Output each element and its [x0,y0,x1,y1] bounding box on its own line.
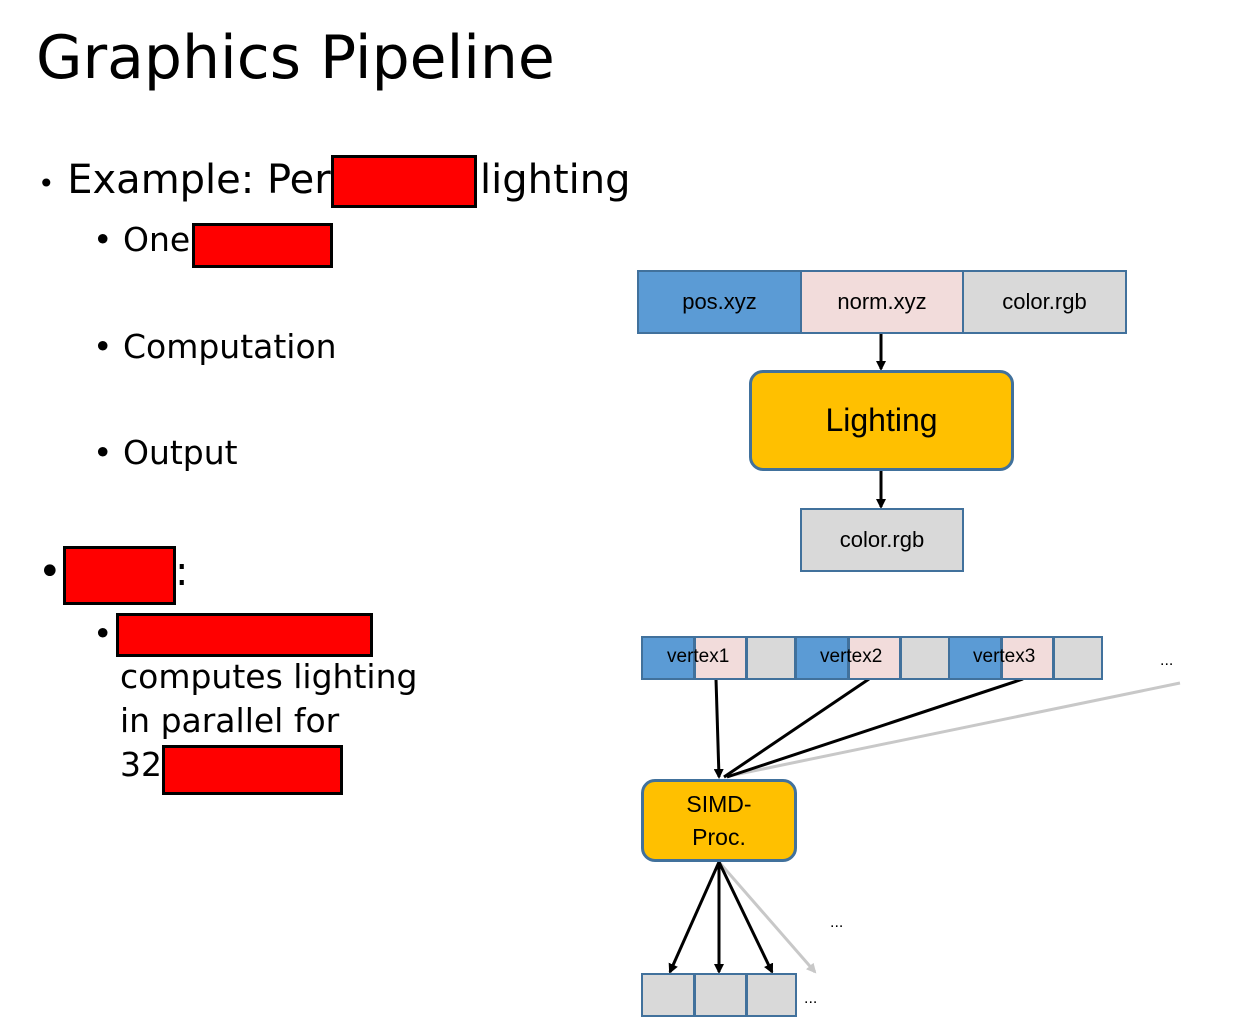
line-more-vertices [723,681,1181,779]
vertex3-label: vertex3 [973,646,1036,667]
vertex-pos-cell [948,636,1002,680]
output-cell [641,973,695,1017]
vertex-color-cell [900,636,950,680]
parallel-line-2: in parallel for [120,701,340,740]
bullet-dot: • [93,327,113,366]
subbullet-one: • One [93,218,190,262]
bullet-dot: • [93,220,113,259]
ellipsis-vertices: ... [1160,652,1174,669]
parallel-line-1: computes lighting [120,657,418,696]
arrow-more-outputs [717,861,817,974]
ellipsis-outputs: ... [830,914,844,931]
line-vertex2 [723,677,870,779]
ellipsis-output-row: ... [804,990,818,1007]
output-cell-color: color.rgb [800,508,964,572]
one-label: One [122,220,191,259]
input-cell-norm: norm.xyz [800,270,964,334]
lighting-process: Lighting [749,370,1014,471]
page-title: Graphics Pipeline [36,23,555,93]
output-cell [746,973,797,1017]
arrow-output1 [668,861,721,974]
example-prefix: Example: Per [67,157,331,203]
parallel-line-3: 32 [120,745,162,784]
simd-label-line2: Proc. [692,823,746,850]
arrow-vertex1 [713,678,724,779]
line-vertex3 [726,677,1024,779]
example-suffix: lighting [480,157,631,203]
vertex-pos-cell [795,636,849,680]
redaction-box [116,613,373,657]
redaction-box [192,223,333,268]
simd-processor: SIMD- Proc. [641,779,797,862]
subbullet-computation: • Computation [93,325,337,369]
bullet-dot: • [38,167,55,200]
redaction-box [63,546,176,605]
vertex1-label: vertex1 [667,646,730,667]
simd-label-line1: SIMD- [686,790,752,817]
redaction-box [162,745,343,795]
input-cell-pos: pos.xyz [637,270,802,334]
colon: : [175,549,189,595]
vertex2-label: vertex2 [820,646,883,667]
redaction-box [331,155,477,208]
subbullet-output: • Output [93,431,238,475]
arrow-output3 [717,861,774,974]
vertex-color-cell [746,636,796,680]
input-cell-color: color.rgb [962,270,1127,334]
vertex-color-cell [1053,636,1103,680]
bullet-dot: • [93,614,113,653]
bullet-example: • Example: Per [38,156,331,208]
output-cell [694,973,747,1017]
computation-label: Computation [122,327,337,366]
output-label: Output [122,433,238,472]
bullet-dot: • [93,433,113,472]
bullet-dot: • [38,549,62,595]
